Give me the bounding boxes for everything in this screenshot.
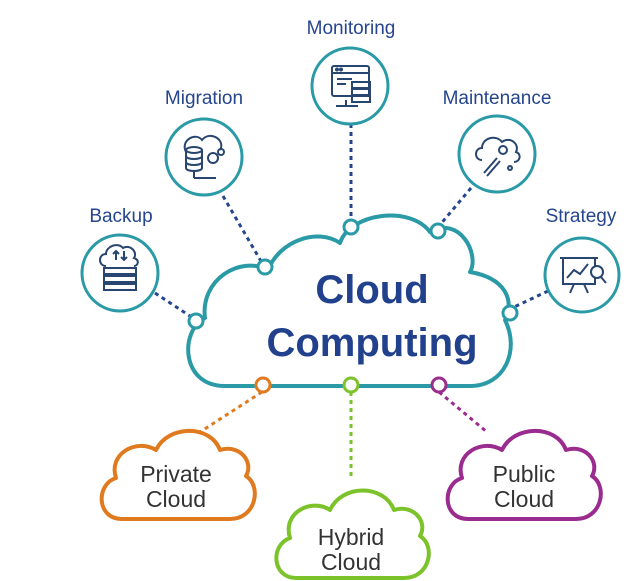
private-cloud-line2: Cloud <box>146 486 206 512</box>
public-cloud-line1: Public <box>493 461 556 487</box>
dot-monitoring <box>342 218 360 236</box>
hybrid-cloud-node: Hybrid Cloud <box>274 488 431 580</box>
maintenance-node: Maintenance <box>443 88 552 194</box>
connector-private <box>199 390 263 434</box>
connector-strategy <box>511 289 549 310</box>
monitoring-circle <box>310 46 390 126</box>
monitoring-label: Monitoring <box>307 18 396 39</box>
hybrid-cloud-line1: Hybrid <box>318 524 384 550</box>
migration-label: Migration <box>165 88 243 109</box>
public-cloud-shape <box>445 428 603 521</box>
private-cloud-line1: Private <box>140 461 212 487</box>
maintenance-label: Maintenance <box>443 88 552 109</box>
deployment-connectors <box>199 390 488 478</box>
backup-label: Backup <box>89 206 152 227</box>
migration-circle <box>164 117 244 197</box>
service-dots <box>187 218 519 330</box>
public-cloud-node: Public Cloud <box>445 428 603 521</box>
center-title-line2: Computing <box>266 321 477 365</box>
monitor-code-icon <box>331 65 371 107</box>
dot-public <box>430 376 448 394</box>
dot-migration <box>256 258 274 276</box>
center-title-line1: Cloud <box>315 268 428 312</box>
dot-hybrid <box>342 376 360 394</box>
monitoring-node: Monitoring <box>307 18 396 126</box>
strategy-label: Strategy <box>546 206 617 227</box>
private-cloud-node: Private Cloud <box>99 428 257 521</box>
dot-private <box>254 376 272 394</box>
strategy-circle <box>543 236 621 314</box>
hybrid-cloud-line2: Cloud <box>321 549 381 575</box>
maintenance-circle <box>457 114 537 194</box>
dot-backup <box>187 312 205 330</box>
dot-strategy <box>501 304 519 322</box>
wrench-cloud-icon <box>475 136 521 177</box>
presentation-chart-icon <box>560 257 607 294</box>
connector-backup <box>154 291 194 320</box>
cloud-server-icon <box>99 244 139 291</box>
connector-maintenance <box>437 187 473 227</box>
public-cloud-line2: Cloud <box>494 486 554 512</box>
dot-maintenance <box>429 222 447 240</box>
connector-public <box>438 390 488 434</box>
connector-migration <box>221 195 264 264</box>
service-connectors <box>154 124 549 320</box>
hybrid-cloud-shape <box>274 488 431 580</box>
backup-node: Backup <box>80 206 160 313</box>
private-cloud-shape <box>99 428 257 521</box>
strategy-node: Strategy <box>543 206 621 314</box>
migration-node: Migration <box>164 88 244 197</box>
database-gear-icon <box>183 134 225 179</box>
